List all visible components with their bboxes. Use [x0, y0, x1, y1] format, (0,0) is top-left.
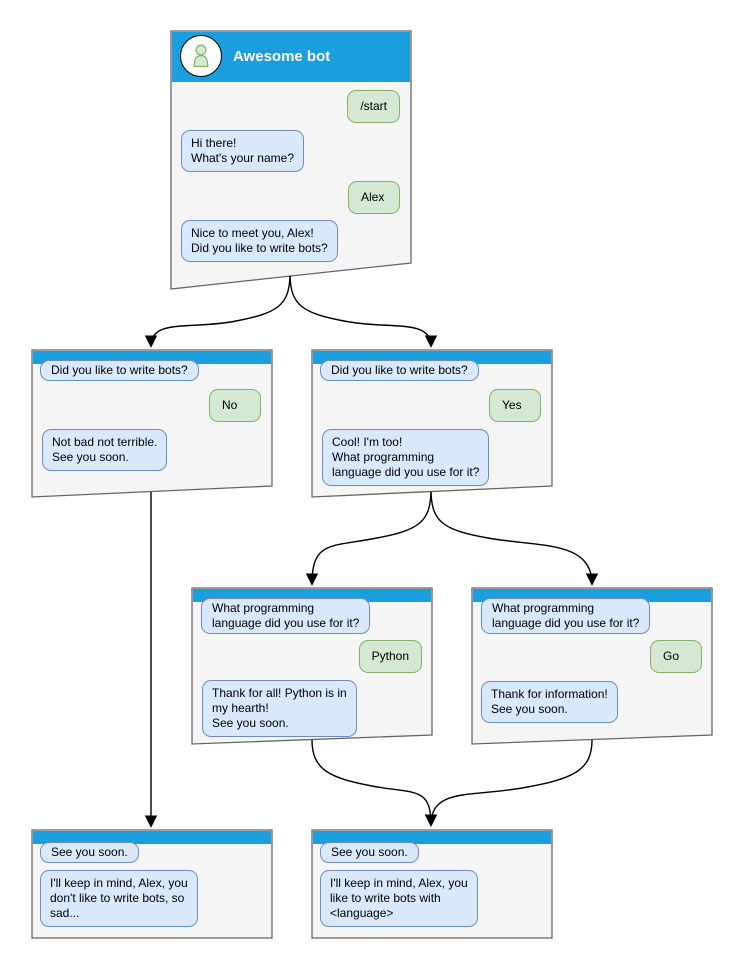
window-titlebar: [33, 831, 271, 844]
connector-go-to-end: [424, 739, 593, 827]
bot-message-bubble: Not bad not terrible. See you soon.: [42, 429, 168, 471]
context-message-bubble: See you soon.: [40, 842, 139, 863]
context-message-bubble: Did you like to write bots?: [320, 360, 479, 381]
bot-message-bubble: Thank for information! See you soon.: [481, 681, 618, 723]
connector-python-to-end: [311, 739, 438, 827]
bot-message-bubble: Hi there! What's your name?: [181, 130, 305, 172]
chat-window-branch-yes: Did you like to write bots? Yes Cool! I'…: [312, 350, 552, 497]
context-message-bubble: See you soon.: [320, 842, 419, 863]
chat-window-branch-no: Did you like to write bots? No Not bad n…: [32, 350, 272, 497]
chat-window-main: Awesome bot /start Hi there! What's your…: [171, 31, 411, 289]
bot-message-bubble: I'll keep in mind, Alex, you don't like …: [40, 870, 198, 927]
window-titlebar: Awesome bot: [172, 32, 410, 82]
connector-yes-to-go: [430, 491, 599, 586]
window-titlebar: [313, 831, 551, 844]
bot-message-bubble: I'll keep in mind, Alex, you like to wri…: [320, 870, 478, 927]
chat-window-go: What programming language did you use fo…: [472, 588, 712, 744]
user-message-bubble: Yes: [489, 389, 541, 422]
user-message-bubble: Alex: [348, 181, 400, 214]
connector-main-to-no: [144, 275, 291, 348]
person-icon: [193, 44, 209, 68]
user-message-bubble: /start: [347, 90, 400, 123]
user-message-bubble: No: [209, 389, 261, 422]
connector-arrows: [144, 275, 599, 828]
connector-main-to-yes: [289, 275, 438, 348]
bot-message-bubble: Thank for all! Python is in my hearth! S…: [202, 680, 357, 737]
chat-window-end-no: See you soon. I'll keep in mind, Alex, y…: [32, 830, 272, 938]
context-message-bubble: What programming language did you use fo…: [201, 598, 371, 634]
bot-message-bubble: Cool! I'm too! What programming language…: [322, 429, 490, 486]
bot-avatar: [180, 35, 222, 77]
bot-message-bubble: Nice to meet you, Alex! Did you like to …: [181, 220, 338, 262]
chat-window-python: What programming language did you use fo…: [192, 588, 432, 744]
connector-yes-to-python: [305, 491, 432, 586]
context-message-bubble: What programming language did you use fo…: [481, 598, 651, 634]
user-message-bubble: Go: [650, 640, 702, 673]
context-message-bubble: Did you like to write bots?: [40, 360, 199, 381]
chat-window-end-yes: See you soon. I'll keep in mind, Alex, y…: [312, 830, 552, 938]
window-title: Awesome bot: [233, 48, 331, 65]
user-message-bubble: Python: [358, 640, 422, 673]
